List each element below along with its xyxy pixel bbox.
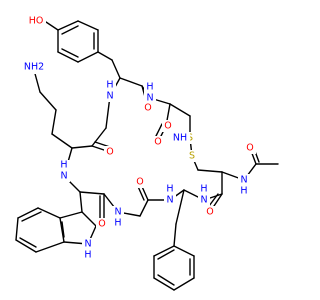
amine-label: NH2	[24, 62, 44, 73]
sulfur-label: S	[189, 151, 195, 162]
amide-hydrogen-label: H	[146, 82, 153, 93]
indole-nitrogen-label: N	[84, 239, 91, 250]
molecule-structure: HO NH2 N H N H O S S NH O N H O O N H	[15, 14, 279, 291]
amide-nitrogen-label: N	[60, 171, 67, 182]
carbonyl-oxygen-label: O	[144, 103, 151, 114]
amide-nitrogen-label: N	[166, 195, 173, 206]
amide-nitrogen-label: N	[114, 207, 121, 218]
indole-hydrogen-label: H	[84, 250, 91, 261]
carbonyl-oxygen-label: O	[164, 121, 171, 132]
carbonyl-oxygen-label: O	[98, 219, 105, 230]
amide-nitrogen-label: N	[146, 93, 153, 104]
amide-hydrogen-label: H	[200, 184, 207, 195]
amide-nitrogen-label: N	[240, 175, 247, 186]
amide-hydrogen-label: H	[60, 160, 67, 171]
hydroxyl-label: HO	[29, 16, 44, 27]
amide-hydrogen-label: H	[240, 186, 247, 197]
carbonyl-oxygen-label: O	[136, 177, 143, 188]
amide-hydrogen-label: H	[114, 218, 121, 229]
carbonyl-oxygen-label: O	[206, 207, 213, 218]
carbonyl-oxygen-label: O	[106, 147, 113, 158]
bond-lines	[15, 20, 279, 291]
atom-labels: HO NH2 N H N H O S S NH O N H O O N H	[21, 14, 256, 261]
carbonyl-oxygen-label: O	[246, 143, 253, 154]
amide-hydrogen-label: H	[106, 80, 113, 91]
amide-nitrogen-label: N	[106, 91, 113, 102]
carbonyl-oxygen-label: O	[154, 137, 161, 148]
amide-nh-label: NH	[173, 133, 187, 144]
amide-nitrogen-label: N	[200, 195, 207, 206]
amide-hydrogen-label: H	[166, 184, 173, 195]
